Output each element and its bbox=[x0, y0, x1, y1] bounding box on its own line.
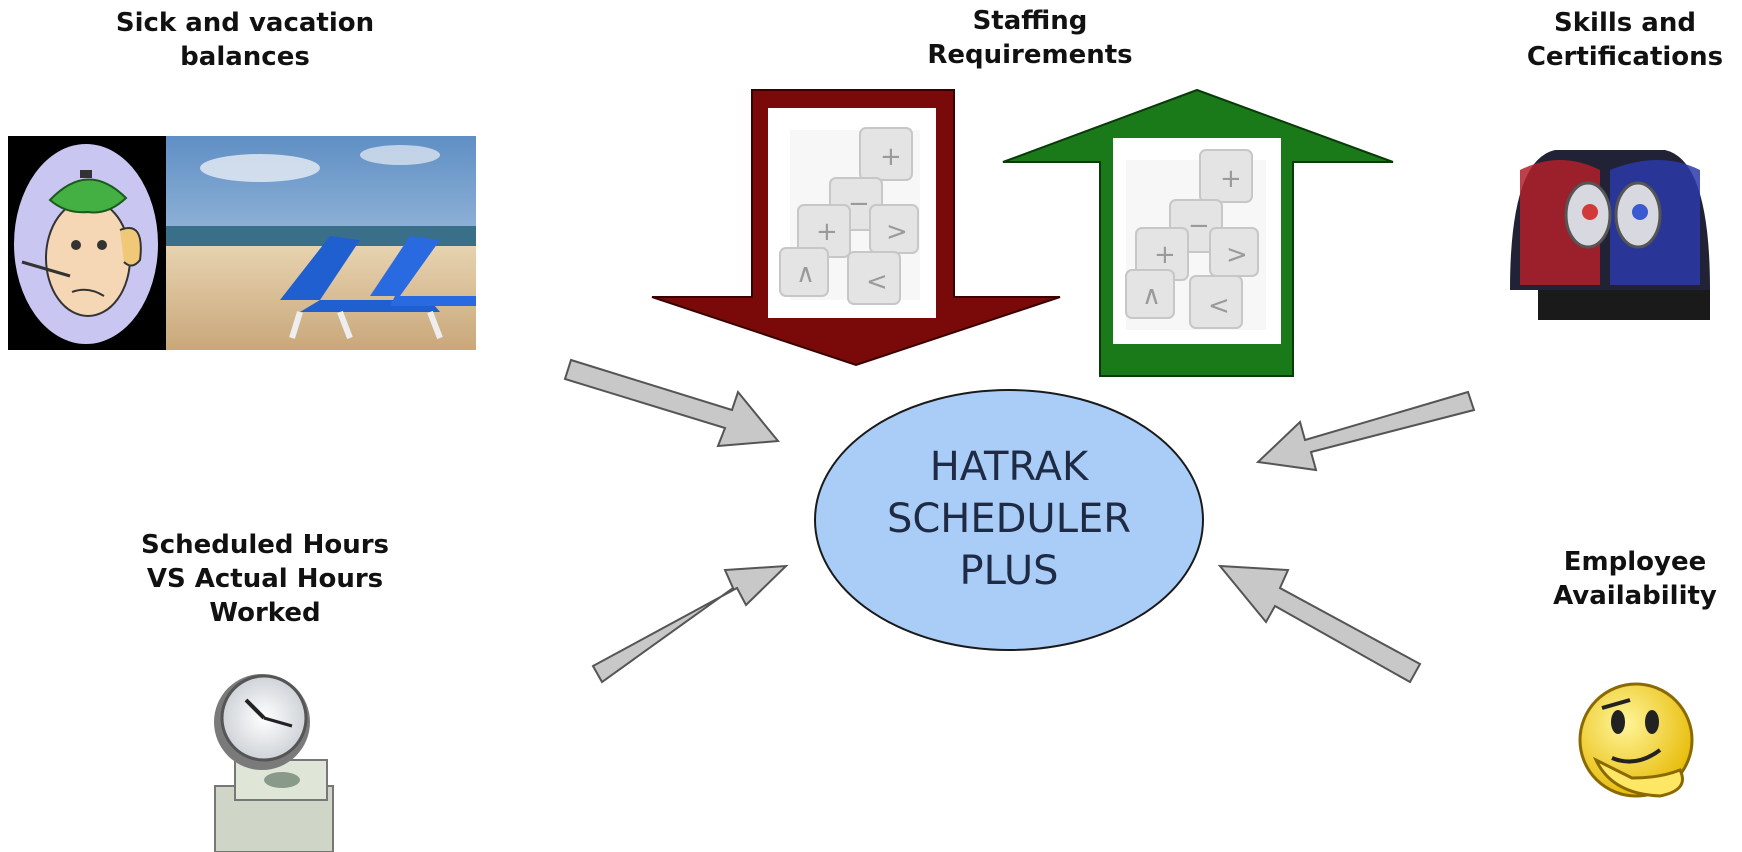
center-line-1: HATRAK bbox=[930, 444, 1090, 490]
svg-text:∧: ∧ bbox=[796, 259, 815, 289]
label-scheduled-hours: Scheduled Hours VS Actual Hours Worked bbox=[140, 530, 390, 628]
label-availability: Employee Availability bbox=[1553, 547, 1717, 611]
siren-light-icon bbox=[1510, 150, 1710, 320]
center-line-2: SCHEDULER bbox=[887, 496, 1131, 542]
scheduler-node: HATRAK SCHEDULER PLUS bbox=[814, 389, 1204, 651]
gray-arrow-top-left bbox=[563, 358, 780, 448]
svg-text:>: > bbox=[886, 217, 908, 247]
svg-text:<: < bbox=[866, 267, 888, 297]
svg-text:∧: ∧ bbox=[1142, 281, 1161, 311]
center-line-3: PLUS bbox=[959, 548, 1058, 594]
svg-text:+: + bbox=[1220, 164, 1242, 194]
gray-arrow-top-right bbox=[1255, 390, 1476, 472]
calculator-keys-icon: + − > + ∧ < bbox=[779, 127, 920, 305]
beach-chairs-image bbox=[166, 136, 476, 350]
label-sick-vacation: Sick and vacation balances bbox=[115, 8, 375, 72]
gray-arrow-bottom-left bbox=[591, 564, 789, 684]
svg-text:−: − bbox=[848, 189, 870, 219]
svg-text:<: < bbox=[1208, 291, 1230, 321]
svg-text:−: − bbox=[1188, 211, 1210, 241]
svg-text:+: + bbox=[880, 142, 902, 172]
clock-money-icon bbox=[214, 674, 334, 852]
svg-text:>: > bbox=[1226, 240, 1248, 270]
label-staffing: Staffing Requirements bbox=[927, 6, 1133, 70]
sick-man-icon bbox=[8, 136, 166, 350]
calculator-keys-icon: + − > + ∧ < bbox=[1125, 149, 1266, 330]
label-skills: Skills and Certifications bbox=[1526, 8, 1724, 72]
thinking-smiley-icon bbox=[1578, 682, 1694, 798]
gray-arrow-bottom-right bbox=[1217, 564, 1422, 684]
svg-text:+: + bbox=[1154, 240, 1176, 270]
svg-text:+: + bbox=[816, 217, 838, 247]
